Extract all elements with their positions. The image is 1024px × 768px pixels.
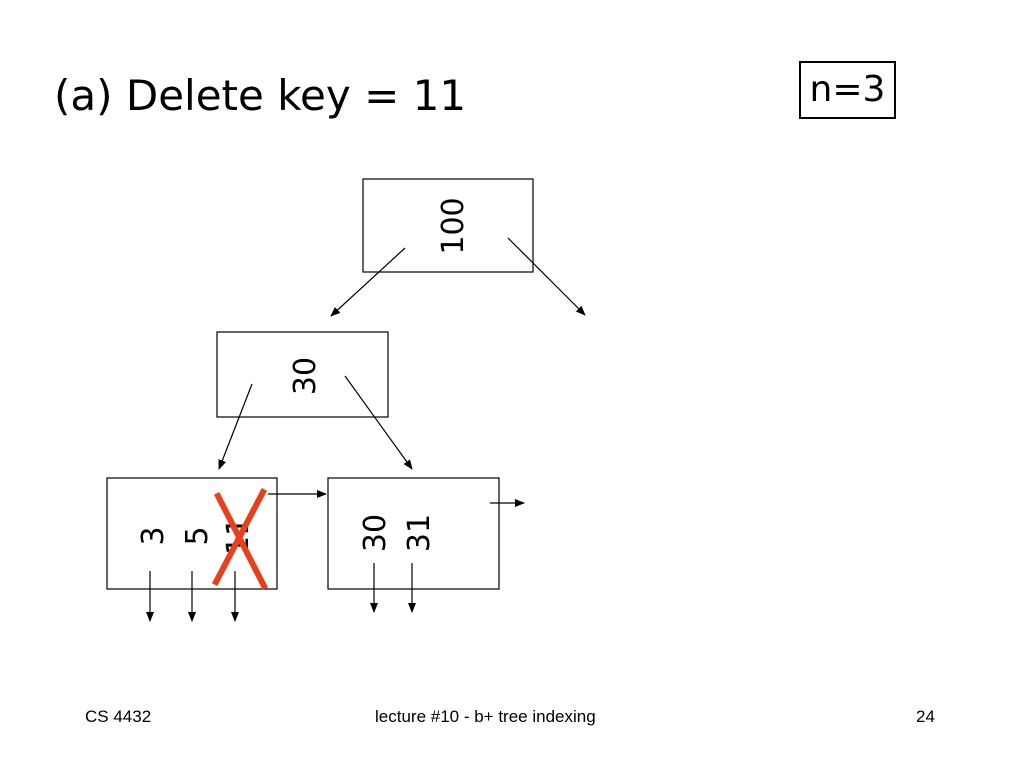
- leaf-key-31: 31: [402, 514, 437, 552]
- leaf-node-right: [327, 477, 500, 590]
- leaf-key-5: 5: [180, 526, 215, 545]
- internal-right-pointer: [344, 375, 413, 470]
- leaf-key-30: 30: [358, 514, 393, 552]
- root-right-pointer: [507, 237, 586, 316]
- order-parameter-box: n=3: [799, 61, 896, 119]
- footer-page-number: 24: [916, 707, 935, 726]
- internal-node: [216, 331, 389, 418]
- leaf-key-3: 3: [136, 526, 171, 545]
- root-node: [362, 178, 534, 273]
- delete-mark-icon: [211, 487, 269, 591]
- internal-key-30: 30: [288, 357, 323, 395]
- root-left-pointer: [330, 247, 406, 317]
- root-key-100: 100: [436, 197, 471, 254]
- slide-title: (a) Delete key = 11: [54, 71, 467, 120]
- internal-left-pointer: [218, 383, 253, 470]
- footer-lecture: lecture #10 - b+ tree indexing: [375, 707, 596, 726]
- footer-course: CS 4432: [85, 707, 152, 726]
